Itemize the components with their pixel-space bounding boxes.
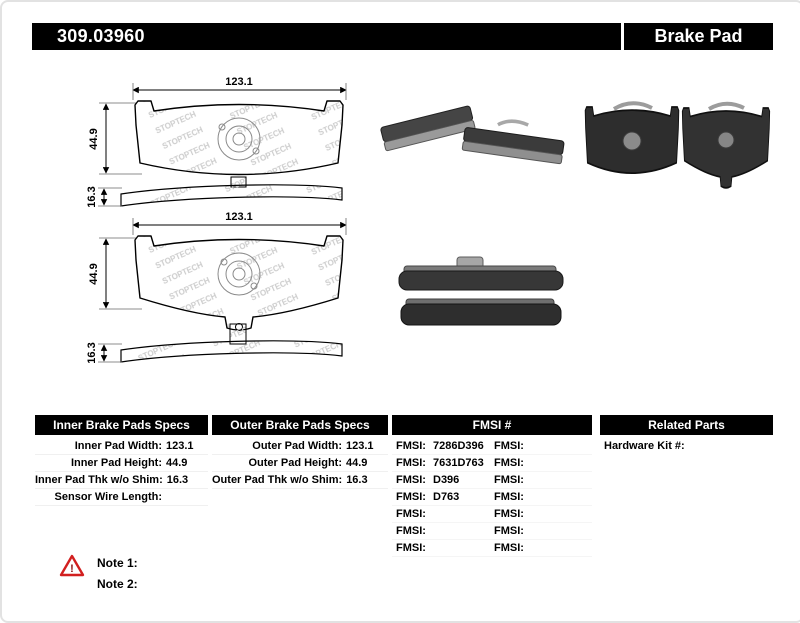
pad1-width-dimension: 123.1 xyxy=(225,76,253,88)
inner-specs-header: Inner Brake Pads Specs xyxy=(35,415,208,435)
fmsi-label: FMSI: xyxy=(396,525,426,537)
fmsi-label: FMSI: xyxy=(494,508,524,520)
pad2-width-dimension: 123.1 xyxy=(225,211,253,223)
spec-label: Outer Pad Width: xyxy=(252,440,342,452)
spec-label: Inner Pad Height: xyxy=(70,457,162,469)
spec-label: Sensor Wire Length: xyxy=(54,491,162,503)
fmsi-label: FMSI: xyxy=(396,457,426,469)
fmsi-label: FMSI: xyxy=(494,457,524,469)
pad2-front-view-drawing: 123.1 44.9 xyxy=(88,211,347,331)
fmsi-row: FMSI: FMSI: xyxy=(392,523,592,540)
fmsi-row: FMSI: D396 FMSI: xyxy=(392,472,592,489)
fmsi-label: FMSI: xyxy=(396,440,426,452)
fmsi-row: FMSI: D763 FMSI: xyxy=(392,489,592,506)
outer-specs-header: Outer Brake Pads Specs xyxy=(212,415,388,435)
fmsi-header: FMSI # xyxy=(392,415,592,435)
spec-row: Inner Pad Width: 123.1 xyxy=(35,438,208,455)
spec-value: 44.9 xyxy=(346,457,368,469)
product-type-title: Brake Pad xyxy=(654,26,743,46)
fmsi-label: FMSI: xyxy=(396,542,426,554)
part-number: 309.03960 xyxy=(57,26,145,46)
fmsi-value: D396 xyxy=(433,474,460,486)
header-bar-left: 309.03960 xyxy=(32,23,621,50)
header-bar-right: Brake Pad xyxy=(624,23,773,50)
spec-row: Sensor Wire Length: xyxy=(35,489,208,506)
fmsi-label: FMSI: xyxy=(494,440,524,452)
fmsi-value: D763 xyxy=(433,491,460,503)
spec-row: Outer Pad Thk w/o Shim: 16.3 xyxy=(212,472,388,489)
related-label: Hardware Kit #: xyxy=(604,440,685,452)
spec-value: 16.3 xyxy=(166,474,189,486)
spec-label: Outer Pad Thk w/o Shim: xyxy=(212,474,343,486)
spec-value: 123.1 xyxy=(166,440,194,452)
photo-pads-face-on xyxy=(584,101,771,189)
pad1-height-dimension: 44.9 xyxy=(88,128,100,149)
related-parts-table: Hardware Kit #: xyxy=(600,438,773,454)
pad2-edge-view-drawing: 16.3 xyxy=(86,323,343,364)
spec-label: Inner Pad Thk w/o Shim: xyxy=(35,474,163,486)
spec-value: 123.1 xyxy=(346,440,374,452)
fmsi-row: FMSI: FMSI: xyxy=(392,540,592,557)
fmsi-label: FMSI: xyxy=(396,508,426,520)
fmsi-label: FMSI: xyxy=(494,542,524,554)
fmsi-row: FMSI: FMSI: xyxy=(392,506,592,523)
photo-pads-loose xyxy=(380,105,565,165)
spec-value: 44.9 xyxy=(166,457,188,469)
spec-row: Outer Pad Height: 44.9 xyxy=(212,455,388,472)
fmsi-table: FMSI: 7286D396 FMSI: FMSI: 7631D763 FMSI… xyxy=(392,438,592,557)
photo-pads-stacked xyxy=(398,256,564,326)
related-row: Hardware Kit #: xyxy=(600,438,773,454)
drawings-and-photos: STOPTECH 123.1 44.9 xyxy=(86,76,771,364)
inner-specs-table: Inner Pad Width: 123.1 Inner Pad Height:… xyxy=(35,438,208,506)
note-2: Note 2: xyxy=(97,577,138,591)
spec-value: 16.3 xyxy=(346,474,368,486)
spec-row: Inner Pad Height: 44.9 xyxy=(35,455,208,472)
outer-specs-table: Outer Pad Width: 123.1 Outer Pad Height:… xyxy=(212,438,388,489)
pad2-thickness-dimension: 16.3 xyxy=(86,342,98,363)
fmsi-label: FMSI: xyxy=(494,474,524,486)
spec-row: Outer Pad Width: 123.1 xyxy=(212,438,388,455)
fmsi-value: 7286D396 xyxy=(433,440,484,452)
warning-exclamation: ! xyxy=(70,563,74,575)
fmsi-label: FMSI: xyxy=(494,491,524,503)
spec-label: Inner Pad Width: xyxy=(74,440,162,452)
pad1-front-view-drawing: 123.1 44.9 xyxy=(88,76,347,176)
fmsi-value: 7631D763 xyxy=(433,457,484,469)
fmsi-label: FMSI: xyxy=(396,474,426,486)
fmsi-row: FMSI: 7631D763 FMSI: xyxy=(392,455,592,472)
note-1: Note 1: xyxy=(97,556,138,570)
fmsi-label: FMSI: xyxy=(494,525,524,537)
spec-label: Outer Pad Height: xyxy=(248,457,342,469)
fmsi-row: FMSI: 7286D396 FMSI: xyxy=(392,438,592,455)
pad1-thickness-dimension: 16.3 xyxy=(86,186,98,207)
pad1-edge-view-drawing: 16.3 xyxy=(86,176,343,208)
fmsi-label: FMSI: xyxy=(396,491,426,503)
pad2-height-dimension: 44.9 xyxy=(88,263,100,284)
related-parts-header: Related Parts xyxy=(600,415,773,435)
spec-row: Inner Pad Thk w/o Shim: 16.3 xyxy=(35,472,208,489)
warning-icon: ! xyxy=(59,554,85,577)
